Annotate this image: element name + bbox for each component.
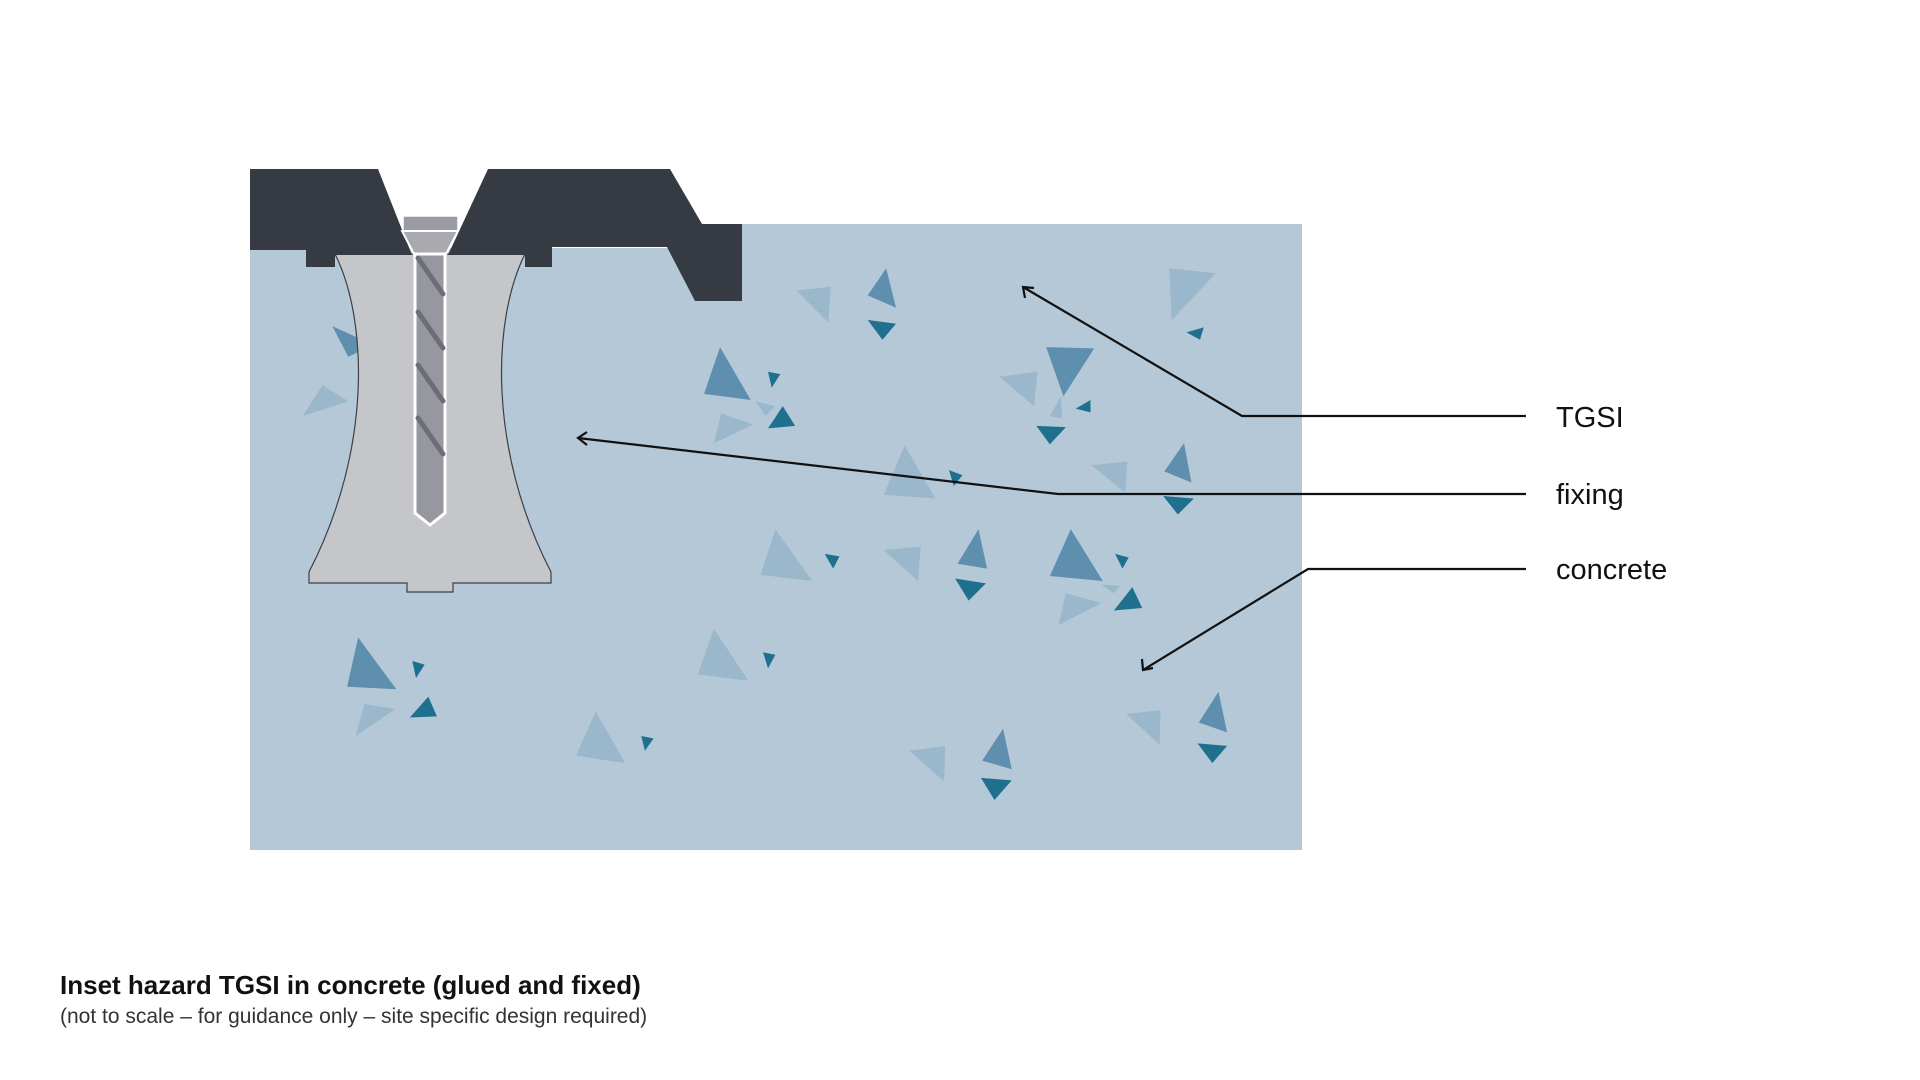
aggregate-chip [355, 704, 396, 737]
aggregate-chip [697, 628, 749, 681]
aggregate-chip [409, 696, 437, 718]
aggregate-chip [1115, 553, 1129, 569]
aggregate-chip [1169, 268, 1217, 321]
leader-tgsi [1022, 286, 1526, 418]
concrete-top-right [702, 224, 1302, 254]
screw-head [402, 215, 459, 232]
aggregate-chip [982, 728, 1012, 770]
aggregate-chip [957, 529, 988, 569]
aggregate-chip [1058, 593, 1102, 626]
aggregate-chip [1036, 425, 1066, 445]
aggregate-chip [1101, 584, 1121, 594]
aggregate-chip [955, 578, 986, 601]
aggregate-chip [768, 406, 796, 429]
aggregate-chip [641, 736, 654, 751]
arrowhead-tgsi [1021, 285, 1035, 299]
aggregate-chip [576, 711, 626, 764]
aggregate-chip [1049, 396, 1063, 419]
label-concrete: concrete [1556, 554, 1667, 586]
aggregate-chip [412, 660, 425, 679]
aggregate-chip [755, 401, 776, 417]
fixing-screw [400, 215, 460, 527]
aggregate-chip [999, 371, 1038, 407]
aggregate-chip [760, 529, 813, 581]
aggregate-chip [796, 286, 831, 323]
aggregate-chip [1046, 347, 1095, 397]
caption: Inset hazard TGSI in concrete (glued and… [60, 968, 647, 1032]
aggregate-chip [302, 385, 349, 417]
aggregate-chip [867, 268, 897, 308]
aggregate-chip [883, 546, 921, 581]
aggregate-chip [1049, 529, 1103, 581]
arrowhead-fixing [576, 431, 588, 446]
leader-fixing [577, 436, 1526, 496]
aggregate-chip [1126, 710, 1161, 745]
aggregate-chip [1164, 443, 1192, 483]
label-tgsi: TGSI [1556, 402, 1624, 434]
aggregate-chip [704, 347, 751, 401]
aggregate-chip [1198, 691, 1228, 733]
aggregate-chip [883, 445, 936, 499]
leader-concrete [1142, 567, 1526, 671]
aggregate-chip [1075, 400, 1091, 413]
caption-title: Inset hazard TGSI in concrete (glued and… [60, 970, 641, 1000]
leader-lines [576, 285, 1526, 672]
arrowhead-concrete [1140, 658, 1154, 672]
label-fixing: fixing [1556, 479, 1624, 511]
aggregate-chip [1186, 327, 1204, 340]
tgsi-tile [250, 169, 742, 301]
screw-threads [415, 255, 446, 457]
aggregate-chip [347, 637, 397, 690]
concrete-aggregate [302, 268, 1228, 801]
aggregate-chip [948, 470, 963, 487]
aggregate-chip [909, 745, 946, 782]
aggregate-chip [1163, 496, 1194, 515]
caption-subtitle: (not to scale – for guidance only – site… [60, 1005, 648, 1028]
aggregate-chip [768, 371, 781, 388]
aggregate-chip [1197, 743, 1228, 764]
aggregate-chip [1091, 461, 1128, 493]
aggregate-chip [763, 652, 776, 669]
aggregate-chip [824, 553, 840, 569]
aggregate-chip [867, 320, 897, 340]
aggregate-chip [980, 777, 1012, 801]
aggregate-chip [713, 413, 754, 444]
aggregate-chip [1113, 587, 1143, 611]
